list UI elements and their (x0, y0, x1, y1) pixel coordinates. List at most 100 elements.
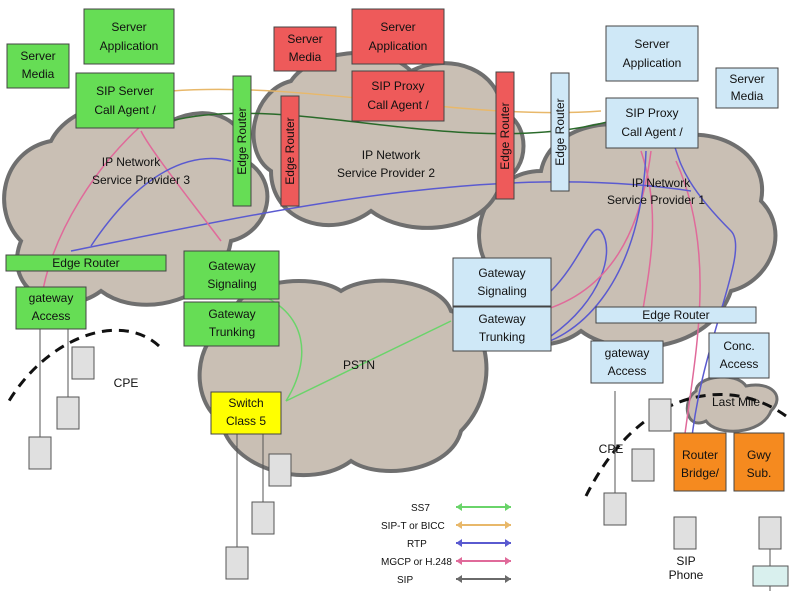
node-label: SIP Server (96, 84, 154, 98)
node-label: Access (720, 357, 759, 371)
node-label: Call Agent / (94, 103, 156, 117)
node-label: Edge Router (235, 107, 249, 174)
node-trunking-gateway-right[interactable]: Trunking Gateway (183, 301, 280, 347)
sip-label: SIP (676, 554, 695, 568)
phone-icon (648, 398, 672, 432)
node-class5-switch[interactable]: Class 5 Switch (210, 391, 282, 435)
legend: SIP MGCP or H.248 RTP SIP-T or BICC SS7 (381, 503, 511, 586)
cloud-label-sp3-sub: IP Network (102, 155, 161, 169)
phone-icon (631, 448, 655, 482)
node-label: Router (682, 448, 718, 462)
node-label: Server (729, 72, 764, 86)
phone-icon (268, 453, 292, 487)
node-label: Sub. (747, 466, 772, 480)
node-label: Trunking (209, 325, 255, 339)
node-label: Application (623, 56, 682, 70)
node-label: Application (100, 39, 159, 53)
legend-item-2: RTP (407, 539, 511, 550)
node-label: Media (289, 50, 322, 64)
legend-item-0: SIP (397, 575, 511, 586)
phone-icon (603, 391, 627, 526)
phone-icon (56, 329, 80, 430)
cloud-label-sp3: Service Provider 3 (92, 173, 190, 187)
cpe-label-left: CPE (599, 442, 624, 456)
node-label: Edge Router (52, 256, 119, 270)
phone-icon (251, 431, 275, 535)
node-label: SIP Proxy (625, 106, 678, 120)
node-label: Edge Router (498, 102, 512, 169)
node-bridge-router[interactable]: Bridge/ Router (673, 432, 727, 492)
legend-label: MGCP or H.248 (381, 557, 452, 568)
node-label: SIP Proxy (371, 79, 424, 93)
phone-icon (673, 516, 697, 550)
node-label: Application (369, 39, 428, 53)
phone-icon (28, 329, 52, 470)
cloud-label-sp2: Service Provider 2 (337, 166, 435, 180)
node-label: Access (608, 364, 647, 378)
phone-icon (225, 431, 249, 580)
node-label: gateway (29, 291, 74, 305)
node-label: Server (380, 20, 415, 34)
node-app-server-mid[interactable]: Application Server (351, 8, 445, 65)
node-label: Access (32, 309, 71, 323)
cloud-last-mile (685, 375, 779, 433)
node-label: Switch (228, 396, 263, 410)
node-media-server-left[interactable]: Media Server (715, 67, 779, 109)
node-label: Server (287, 32, 322, 46)
phone-label: Phone (669, 568, 704, 582)
cpe-boundary-left (584, 393, 787, 497)
node-label: Gwy (747, 448, 771, 462)
node-label: gateway (605, 346, 650, 360)
node-media-server-right[interactable]: Media Server (6, 43, 70, 89)
node-access-conc[interactable]: Access Conc. (708, 332, 770, 379)
node-app-server-left[interactable]: Application Server (605, 25, 699, 82)
node-app-server-right[interactable]: Application Server (83, 8, 175, 65)
node-edge-router-top[interactable]: Edge Router (595, 306, 757, 324)
cloud-label-sp1: Service Provider 1 (607, 193, 705, 207)
node-label: Class 5 (226, 414, 266, 428)
node-edge-router-sp2b[interactable]: Edge Router (280, 95, 300, 207)
node-label: Gateway (208, 259, 255, 273)
node-label: Server (20, 49, 55, 63)
node-call-agent-left[interactable]: Call Agent / SIP Proxy (605, 97, 699, 149)
node-label: Server (111, 20, 146, 34)
cloud-label-sp1-sub: IP Network (632, 176, 691, 190)
node-label: Edge Router (642, 308, 709, 322)
node-label: Bridge/ (681, 466, 720, 480)
cpe-label-right: CPE (114, 376, 139, 390)
node-label: Gateway (478, 266, 525, 280)
sip-phone-icon (752, 565, 789, 587)
node-signaling-gateway-right[interactable]: Signaling Gateway (183, 250, 280, 300)
node-label: Call Agent / (621, 125, 683, 139)
cloud-label-sp2-sub: IP Network (362, 148, 421, 162)
node-edge-router-sp1[interactable]: Edge Router (550, 72, 570, 192)
legend-label: SS7 (411, 503, 430, 514)
node-trunking-gateway-left[interactable]: Trunking Gateway (452, 306, 552, 352)
node-label: Signaling (477, 284, 526, 298)
node-label: Media (731, 89, 764, 103)
node-label: Conc. (723, 339, 754, 353)
legend-item-3: SIP-T or BICC (381, 521, 511, 532)
node-edge-router-right[interactable]: Edge Router (5, 254, 167, 272)
node-media-server-mid[interactable]: Media Server (273, 26, 337, 72)
node-call-agent-mid[interactable]: Call Agent / SIP Proxy (351, 70, 445, 122)
node-call-agent-right[interactable]: Call Agent / SIP Server (75, 72, 175, 129)
node-label: Edge Router (553, 98, 567, 165)
cloud-label-last-mile: Last Mile (712, 395, 760, 409)
node-edge-router-sp2a[interactable]: Edge Router (495, 71, 515, 200)
node-access-gateway-right[interactable]: Access gateway (15, 286, 87, 330)
cloud-label-pstn: PSTN (343, 358, 375, 372)
node-sub-gwy[interactable]: Sub. Gwy (733, 432, 785, 492)
phones (28, 329, 789, 591)
legend-label: SIP (397, 575, 413, 586)
legend-label: SIP-T or BICC (381, 521, 445, 532)
node-edge-router-sp3[interactable]: Edge Router (232, 75, 252, 207)
node-label: Signaling (207, 277, 256, 291)
cpe-boundary-right (4, 328, 161, 407)
node-label: Server (634, 37, 669, 51)
node-signaling-gateway-left[interactable]: Signaling Gateway (452, 257, 552, 307)
node-label: Gateway (478, 312, 525, 326)
node-access-gateway-left[interactable]: Access gateway (590, 340, 664, 384)
node-label: Edge Router (283, 117, 297, 184)
